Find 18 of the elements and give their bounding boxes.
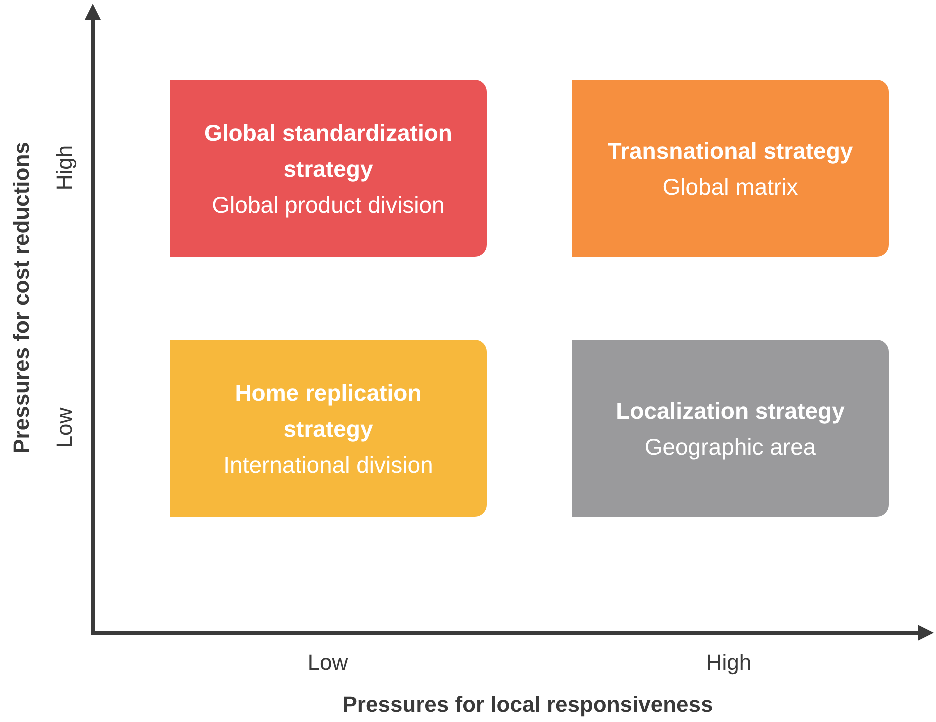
structure-text: Geographic area: [644, 432, 816, 462]
axis-tick-label: High: [706, 650, 752, 676]
axis-title: Pressures for cost reductions: [9, 142, 35, 454]
axis-tick-label: Low: [308, 650, 348, 676]
structure-text: Global matrix: [662, 172, 798, 202]
strategy-box: [572, 340, 889, 517]
strategy-title: Transnational strategy: [608, 136, 854, 166]
strategy-title: Localization strategy: [616, 396, 845, 426]
structure-text: Global product division: [212, 190, 445, 220]
strategy-title: Global standardization strategy: [204, 118, 454, 184]
axis-tick-label: High: [52, 145, 78, 191]
strategy-box: [572, 80, 889, 257]
strategy-title: Home replication strategy: [234, 378, 423, 444]
axis-title: Pressures for local responsiveness: [342, 692, 714, 718]
strategy-box: [170, 340, 487, 517]
structure-text: International division: [224, 450, 434, 480]
axis-tick-label: Low: [52, 408, 78, 448]
strategy-box: [170, 80, 487, 257]
